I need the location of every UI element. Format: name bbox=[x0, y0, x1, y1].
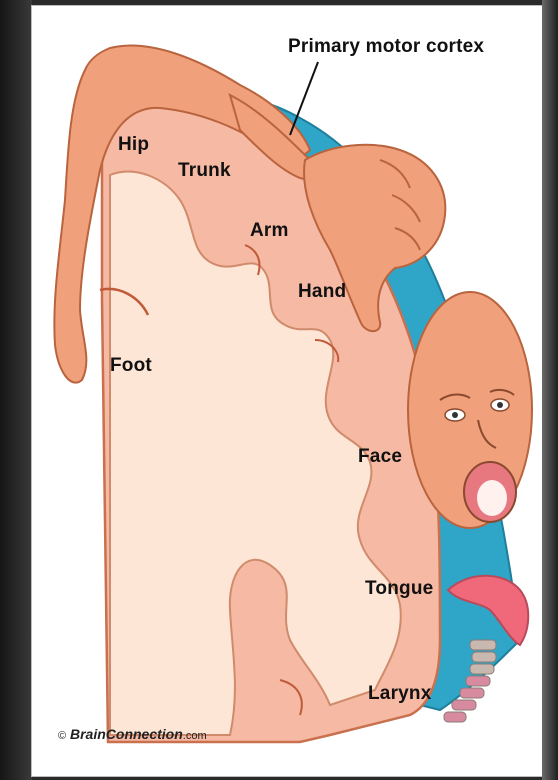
label-hip: Hip bbox=[118, 134, 149, 156]
label-larynx: Larynx bbox=[368, 683, 432, 705]
credit-line: © BrainConnection.com bbox=[58, 726, 207, 742]
label-foot: Foot bbox=[110, 355, 152, 377]
credit-brand: BrainConnection bbox=[70, 726, 183, 742]
label-arm: Arm bbox=[250, 220, 289, 242]
label-face: Face bbox=[358, 446, 402, 468]
label-tongue: Tongue bbox=[365, 578, 433, 600]
title-label: Primary motor cortex bbox=[288, 36, 484, 58]
label-trunk: Trunk bbox=[178, 160, 231, 182]
label-hand: Hand bbox=[298, 281, 346, 303]
copyright-symbol: © bbox=[58, 730, 66, 742]
credit-domain: .com bbox=[183, 730, 207, 742]
